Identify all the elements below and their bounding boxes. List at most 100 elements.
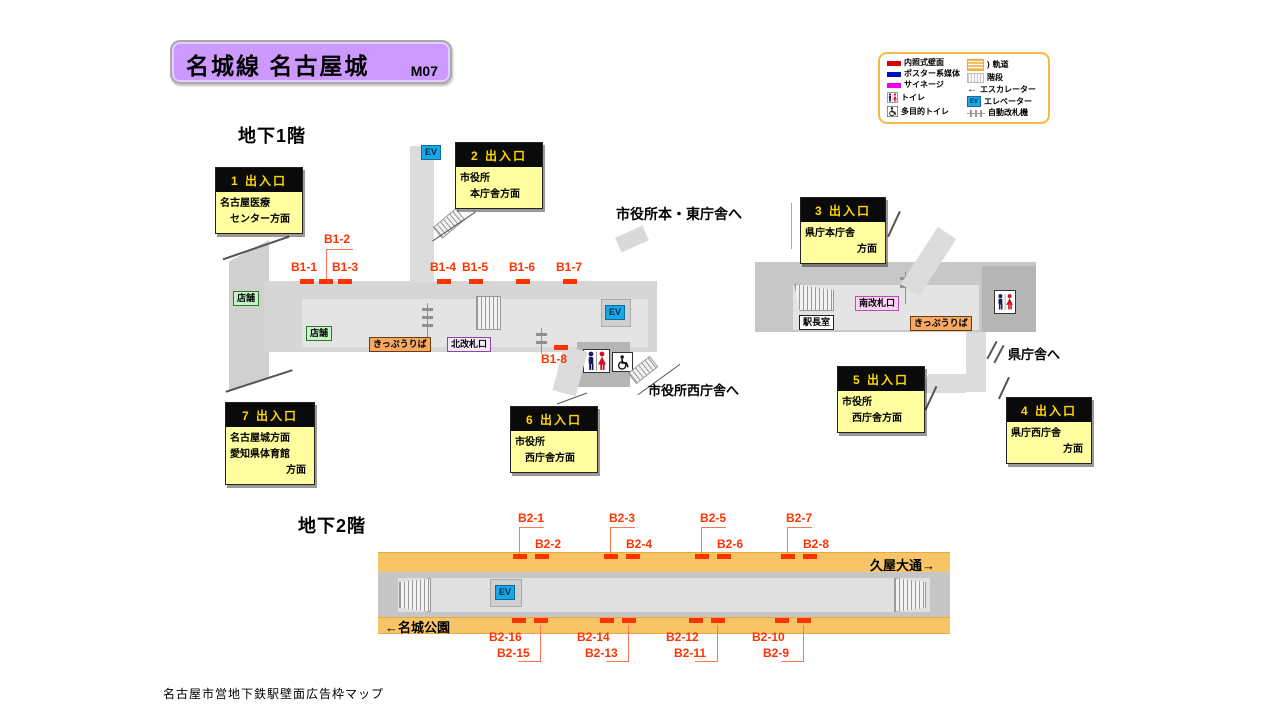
direction-city-hall-west: 市役所西庁舎へ — [648, 383, 740, 398]
slot-connector-line — [701, 527, 726, 554]
ad-slot-tick — [534, 618, 548, 623]
legend-right-column: ) 軌道 階段 ← エスカレーター EV エレベーター 自動改札機 — [967, 59, 1036, 117]
legend-label: エスカレーター — [980, 84, 1036, 94]
exit-4-line: 方面 — [1063, 444, 1083, 455]
ad-slot-tick — [300, 279, 314, 284]
slot-connector-line — [781, 625, 804, 662]
ad-slot-label: B1-8 — [541, 352, 568, 366]
exit-5-box: 5 出入口 市役所 西庁舎方面 — [837, 366, 925, 433]
poster-swatch-icon — [887, 71, 901, 77]
station-title-badge: 名城線 名古屋城 M07 — [170, 40, 452, 84]
ad-slot-tick — [563, 279, 577, 284]
ad-slot-label: B2-13 — [585, 646, 618, 660]
floor-b1-heading: 地下1階 — [238, 126, 307, 146]
legend-label: 内照式壁面 — [904, 58, 944, 67]
ad-slot-label: B2-8 — [803, 537, 830, 551]
exit-5-title: 5 出入口 — [838, 367, 924, 391]
exit-5-line: 西庁舎方面 — [852, 413, 902, 424]
station-title: 名城線 名古屋城 — [186, 53, 370, 79]
ad-slot-label: B2-2 — [535, 537, 562, 551]
exit-3-box: 3 出入口 県庁本庁舎 方面 — [800, 197, 886, 264]
ad-slot-label: B1-3 — [332, 260, 359, 274]
south-ticket-gates-icon — [536, 328, 547, 354]
ad-slot-tick — [711, 618, 725, 623]
ad-slot-label: B2-1 — [518, 511, 545, 525]
ad-slot-label: B2-9 — [763, 646, 790, 660]
legend-label: 多目的トイレ — [901, 106, 949, 116]
exit-7-line: 愛知県体育館 — [230, 449, 290, 460]
ad-slot-label: B1-5 — [462, 260, 489, 274]
legend-label: 階段 — [987, 72, 1003, 82]
legend-left-column: 内照式壁面 ポスター系媒体 サイネージ トイレ — [887, 59, 960, 117]
slot-connector-line — [606, 625, 629, 662]
legend-item-escalator: ← エスカレーター — [967, 83, 1036, 95]
b1-exit2-corridor — [410, 146, 434, 283]
legend-item-lit-wall: 内照式壁面 — [887, 59, 960, 67]
slot-connector-line — [610, 527, 635, 554]
slot-connector-line — [787, 527, 812, 554]
ad-slot-tick — [437, 279, 451, 284]
legend-label: ポスター系媒体 — [904, 69, 960, 78]
ad-slot-tick — [797, 618, 811, 623]
escalator-hatch — [432, 208, 466, 239]
shop-box: 店舗 — [233, 291, 260, 306]
ad-slot-label: B2-10 — [752, 630, 785, 644]
exit-1-line: 名古屋医療 — [220, 198, 270, 209]
ad-slot-label: B2-3 — [609, 511, 636, 525]
stairs-hatch — [476, 296, 501, 330]
legend-item-signage: サイネージ — [887, 81, 960, 89]
exit-3-line: 県庁本庁舎 — [805, 228, 855, 239]
direction-city-hall-main: 市役所本・東庁舎へ — [616, 206, 742, 222]
b1-west-corridor — [229, 240, 269, 392]
ad-slot-label: B1-1 — [291, 260, 318, 274]
ad-slot-label: B1-6 — [509, 260, 536, 274]
wheelchair-icon — [887, 106, 898, 117]
legend-item-accessible-toilet: 多目的トイレ — [887, 106, 960, 117]
ad-slot-tick — [319, 279, 333, 284]
ad-slot-label: B1-7 — [556, 260, 583, 274]
exit-1-title: 1 出入口 — [216, 168, 302, 192]
corridor-slash-line — [887, 210, 901, 238]
exit-2-line: 市役所 — [460, 173, 490, 184]
slot-connector-line — [326, 249, 353, 280]
ad-slot-tick — [689, 618, 703, 623]
exit-2-line: 本庁舎方面 — [470, 189, 520, 200]
toilet-icon — [994, 290, 1016, 314]
escalator-arrow-icon: ← — [967, 83, 977, 95]
elevator-icon: EV — [605, 305, 626, 320]
south-gate-box: 南改札口 — [855, 296, 900, 311]
ad-slot-label: B2-5 — [700, 511, 727, 525]
ad-slot-tick — [781, 554, 795, 559]
ad-slot-tick — [622, 618, 636, 623]
exit-7-title: 7 出入口 — [226, 403, 314, 427]
direction-pref-office: 県庁舎へ — [1008, 347, 1061, 362]
legend-item-stairs: 階段 — [967, 72, 1036, 83]
exit-6-title: 6 出入口 — [511, 407, 597, 431]
legend-label: 軌道 — [992, 60, 1009, 69]
legend-label: 自動改札機 — [988, 108, 1028, 117]
exit-4-box: 4 出入口 県庁西庁舎 方面 — [1006, 397, 1092, 464]
ad-slot-tick — [803, 554, 817, 559]
ad-slot-tick — [512, 618, 526, 623]
ticket-office-box: きっぷうりば — [369, 337, 431, 352]
north-gate-box: 北改札口 — [447, 337, 492, 352]
exit-3-line: 方面 — [857, 244, 877, 255]
ad-slot-label: B2-16 — [489, 630, 522, 644]
b1-exit5-corridor-branch — [918, 374, 966, 393]
legend: 内照式壁面 ポスター系媒体 サイネージ トイレ — [878, 52, 1050, 124]
legend-label: トイレ — [901, 92, 925, 102]
direction-hisaya-odori: 久屋大通→ — [870, 558, 936, 573]
exit-7-box: 7 出入口 名古屋城方面 愛知県体育館 方面 — [225, 402, 315, 485]
stairs-hatch — [399, 578, 431, 612]
ad-slot-label: B2-7 — [786, 511, 813, 525]
legend-item-toilet: トイレ — [887, 92, 960, 103]
ad-slot-tick — [516, 279, 530, 284]
elevator-icon: EV — [967, 96, 982, 108]
elevator-icon: EV — [421, 145, 442, 160]
ad-slot-tick — [717, 554, 731, 559]
exit-2-box: 2 出入口 市役所 本庁舎方面 — [455, 142, 543, 209]
ad-slot-tick — [535, 554, 549, 559]
ad-slot-tick — [604, 554, 618, 559]
ad-slot-tick — [554, 345, 568, 350]
